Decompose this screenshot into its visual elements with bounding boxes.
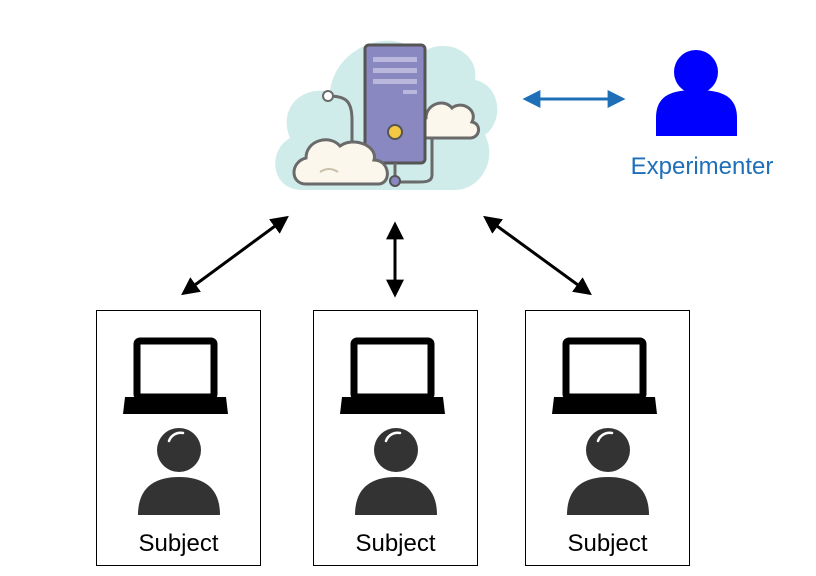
subject-node-2: Subject — [313, 310, 478, 566]
subject-label: Subject — [567, 530, 648, 557]
laptop-icon — [340, 337, 445, 414]
person-icon — [355, 428, 437, 515]
cloud-server-icon — [275, 40, 498, 191]
experimenter-label: Experimenter — [630, 153, 774, 180]
subject-3-connection-arrow — [483, 215, 592, 296]
subject-icons — [123, 337, 228, 515]
laptop-icon — [552, 337, 657, 414]
subject-icons — [552, 337, 657, 515]
subject-label: Subject — [355, 530, 436, 557]
subject-node-3: Subject — [525, 310, 690, 566]
subject-icons — [340, 337, 445, 515]
subject-1-connection-arrow — [181, 215, 289, 296]
laptop-icon — [123, 337, 228, 414]
person-icon — [567, 428, 649, 515]
subject-label: Subject — [138, 530, 219, 557]
subject-node-1: Subject — [96, 310, 261, 566]
experimenter-person-icon — [656, 50, 737, 136]
person-icon — [138, 428, 220, 515]
